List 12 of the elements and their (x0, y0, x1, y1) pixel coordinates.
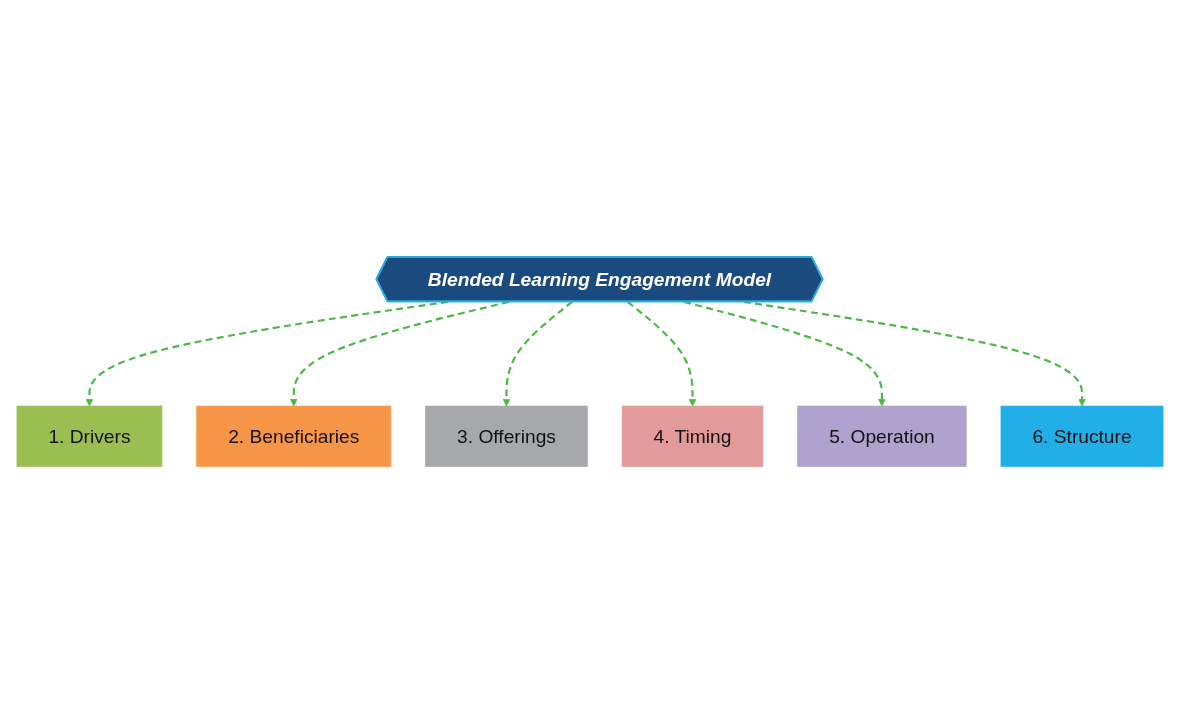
node-box: 5. Operation (797, 406, 967, 468)
node-box: 1. Drivers (16, 406, 163, 468)
arrow (502, 301, 573, 407)
arrow (85, 301, 448, 407)
arrow (289, 301, 509, 407)
node-box: 6. Structure (1000, 406, 1164, 468)
arrow (683, 301, 886, 407)
arrow (743, 301, 1086, 407)
node-box: 4. Timing (621, 406, 764, 468)
node-box: 2. Beneficiaries (196, 406, 392, 468)
arrow (627, 301, 697, 407)
node-box: 3. Offerings (425, 406, 588, 468)
